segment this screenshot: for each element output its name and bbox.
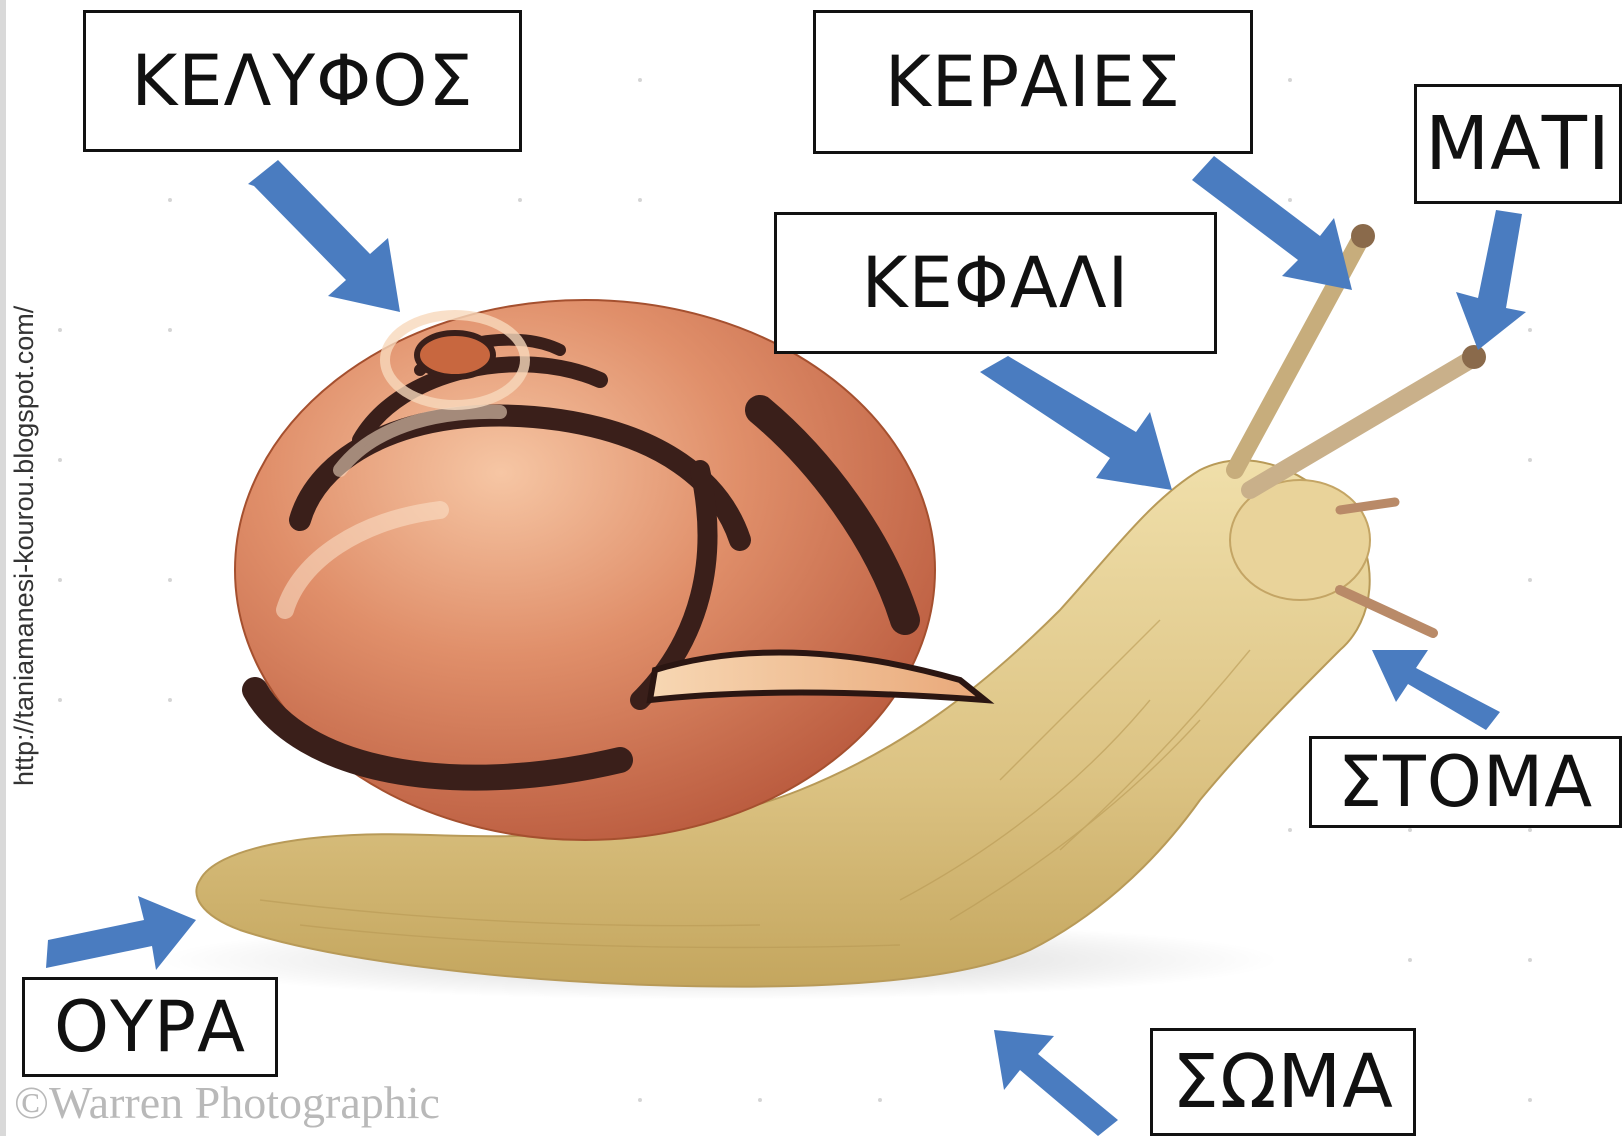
eye-front [1462, 345, 1486, 369]
arrow-head [980, 356, 1172, 490]
arrow-shell [248, 160, 400, 312]
label-eye: ΜΑΤΙ [1414, 84, 1622, 204]
photographer-watermark: ©Warren Photographic [14, 1076, 440, 1129]
shell-aperture-lip [650, 653, 985, 701]
arrow-eye [1456, 210, 1526, 350]
arrow-mouth [1372, 650, 1500, 730]
arrow-body [994, 1030, 1118, 1136]
label-antennae: ΚΕΡΑΙΕΣ [813, 10, 1253, 154]
eye-back [1351, 224, 1375, 248]
source-url-text: http://taniamanesi-kourou.blogspot.com/ [6, 26, 42, 786]
label-mouth: ΣΤΟΜΑ [1309, 736, 1622, 828]
snail-shell [235, 300, 935, 840]
label-tail: ΟΥΡΑ [22, 977, 278, 1077]
label-shell: ΚΕΛΥΦΟΣ [83, 10, 522, 152]
label-head: ΚΕΦΑΛΙ [774, 212, 1217, 354]
label-body: ΣΩΜΑ [1150, 1028, 1416, 1136]
